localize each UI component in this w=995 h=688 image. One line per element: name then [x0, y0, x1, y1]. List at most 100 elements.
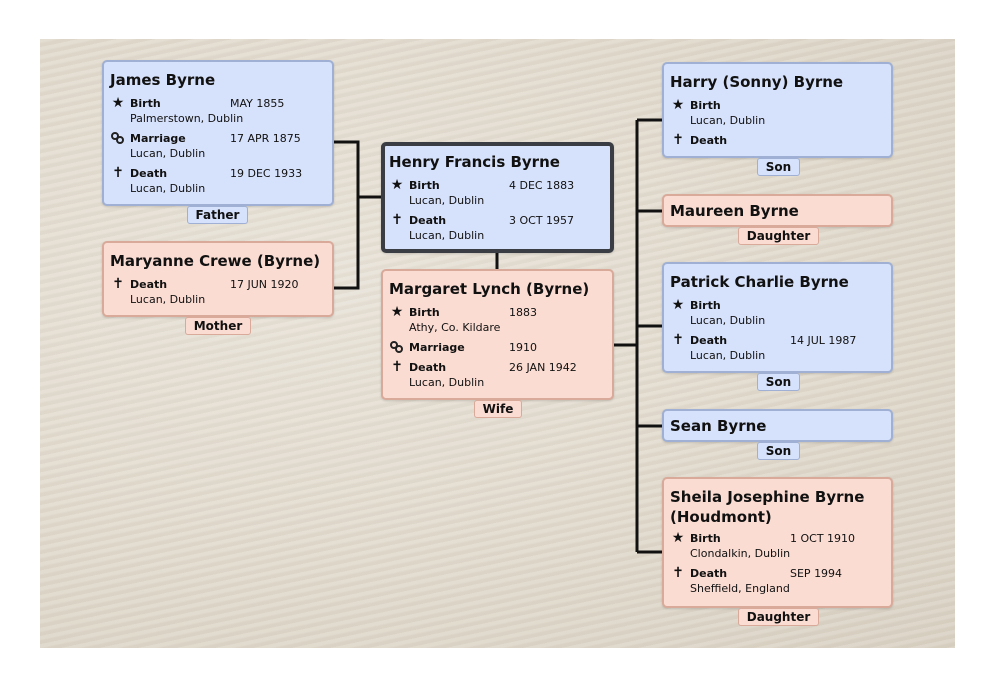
- family-connectors: [334, 118, 662, 554]
- event-label: Birth: [690, 299, 721, 312]
- event-date: 1910: [509, 341, 537, 354]
- event-date: MAY 1855: [230, 97, 285, 110]
- event-label: Death: [409, 214, 447, 227]
- death-event: ✝ Death SEP 1994 Sheffield, England: [670, 566, 885, 601]
- event-label: Birth: [690, 99, 721, 112]
- person-card-margaret-lynch[interactable]: Margaret Lynch (Byrne) ★ Birth 1883 Athy…: [381, 269, 614, 400]
- event-date: 17 JUN 1920: [230, 278, 299, 291]
- event-label: Birth: [409, 179, 440, 192]
- birth-event: ★ Birth 1 OCT 1910 Clondalkin, Dublin: [670, 531, 885, 566]
- person-card-maureen-byrne[interactable]: Maureen Byrne: [662, 194, 893, 227]
- person-name: Harry (Sonny) Byrne: [670, 73, 844, 91]
- person-card-maryanne-crewe[interactable]: Maryanne Crewe (Byrne) ✝ Death 17 JUN 19…: [102, 241, 334, 317]
- birth-event: ★ Birth Lucan, Dublin: [670, 98, 885, 133]
- event-label: Death: [130, 278, 168, 291]
- event-label: Death: [690, 567, 728, 580]
- wedding-rings-icon: [110, 131, 126, 147]
- person-card-sheila-josephine-byrne[interactable]: Sheila Josephine Byrne (Houdmont) ★ Birt…: [662, 477, 893, 608]
- event-place: Lucan, Dublin: [409, 229, 485, 242]
- birth-event: ★ Birth 4 DEC 1883 Lucan, Dublin: [389, 178, 606, 213]
- cross-icon: ✝: [391, 359, 403, 375]
- event-date: 26 JAN 1942: [509, 361, 577, 374]
- relation-badge-mother: Mother: [185, 317, 251, 335]
- star-icon: ★: [390, 304, 404, 320]
- event-place: Clondalkin, Dublin: [690, 547, 791, 560]
- event-date: 4 DEC 1883: [509, 179, 575, 192]
- event-date: 1883: [509, 306, 537, 319]
- person-name-line1: Sheila Josephine Byrne: [670, 488, 865, 506]
- person-card-patrick-charlie-byrne[interactable]: Patrick Charlie Byrne ★ Birth Lucan, Dub…: [662, 262, 893, 373]
- event-label: Birth: [130, 97, 161, 110]
- sand-background: James Byrne ★ Birth MAY 1855 Palmerstown…: [40, 39, 955, 648]
- cross-icon: ✝: [672, 132, 684, 148]
- death-event: ✝ Death 3 OCT 1957 Lucan, Dublin: [389, 213, 606, 248]
- death-event: ✝ Death 19 DEC 1933 Lucan, Dublin: [110, 166, 326, 201]
- event-label: Death: [409, 361, 447, 374]
- person-card-sean-byrne[interactable]: Sean Byrne: [662, 409, 893, 442]
- star-icon: ★: [111, 95, 125, 111]
- marriage-event: Marriage 1910: [389, 340, 606, 360]
- relation-badge-father: Father: [187, 206, 248, 224]
- person-name: Henry Francis Byrne: [389, 153, 560, 171]
- event-place: Lucan, Dublin: [130, 147, 206, 160]
- wedding-rings-icon: [389, 340, 405, 356]
- event-place: Palmerstown, Dublin: [130, 112, 244, 125]
- person-card-henry-francis-byrne[interactable]: Henry Francis Byrne ★ Birth 4 DEC 1883 L…: [381, 142, 614, 253]
- event-place: Lucan, Dublin: [130, 182, 206, 195]
- person-name: Sean Byrne: [670, 417, 767, 435]
- person-name: Sheila Josephine Byrne (Houdmont): [670, 487, 885, 527]
- star-icon: ★: [671, 530, 685, 546]
- person-name: Margaret Lynch (Byrne): [389, 280, 590, 298]
- event-date: SEP 1994: [790, 567, 843, 580]
- event-place: Athy, Co. Kildare: [409, 321, 501, 334]
- event-label: Marriage: [409, 341, 465, 354]
- death-event: ✝ Death: [670, 133, 885, 168]
- cross-icon: ✝: [672, 565, 684, 581]
- death-event: ✝ Death 17 JUN 1920 Lucan, Dublin: [110, 277, 326, 312]
- event-label: Death: [690, 134, 728, 147]
- relation-badge-daughter: Daughter: [738, 608, 819, 626]
- relation-badge-wife: Wife: [474, 400, 522, 418]
- parents-connector: [334, 140, 360, 290]
- event-place: Lucan, Dublin: [130, 293, 206, 306]
- event-date: 3 OCT 1957: [509, 214, 575, 227]
- cross-icon: ✝: [112, 276, 124, 292]
- children-branches: [637, 118, 662, 554]
- cross-icon: ✝: [672, 332, 684, 348]
- birth-event: ★ Birth MAY 1855 Palmerstown, Dublin: [110, 96, 326, 131]
- death-event: ✝ Death 14 JUL 1987 Lucan, Dublin: [670, 333, 885, 368]
- event-place: Lucan, Dublin: [690, 349, 766, 362]
- event-label: Birth: [409, 306, 440, 319]
- person-card-harry-sonny-byrne[interactable]: Harry (Sonny) Byrne ★ Birth Lucan, Dubli…: [662, 62, 893, 158]
- event-place: Lucan, Dublin: [409, 376, 485, 389]
- person-name: Maureen Byrne: [670, 202, 799, 220]
- star-icon: ★: [390, 177, 404, 193]
- death-event: ✝ Death 26 JAN 1942 Lucan, Dublin: [389, 360, 606, 395]
- person-name: Maryanne Crewe (Byrne): [110, 252, 321, 270]
- person-name-line2: (Houdmont): [670, 508, 772, 526]
- event-place: Lucan, Dublin: [690, 114, 766, 127]
- event-date: 1 OCT 1910: [790, 532, 856, 545]
- star-icon: ★: [671, 297, 685, 313]
- person-name: Patrick Charlie Byrne: [670, 273, 849, 291]
- event-date: 17 APR 1875: [230, 132, 301, 145]
- cross-icon: ✝: [112, 165, 124, 181]
- relation-badge-son: Son: [757, 442, 800, 460]
- event-date: 14 JUL 1987: [790, 334, 857, 347]
- event-place: Sheffield, England: [690, 582, 790, 595]
- event-place: Lucan, Dublin: [690, 314, 766, 327]
- relation-badge-son: Son: [757, 373, 800, 391]
- event-place: Lucan, Dublin: [409, 194, 485, 207]
- person-name: James Byrne: [110, 71, 216, 89]
- event-label: Death: [690, 334, 728, 347]
- star-icon: ★: [671, 97, 685, 113]
- person-card-james-byrne[interactable]: James Byrne ★ Birth MAY 1855 Palmerstown…: [102, 60, 334, 206]
- birth-event: ★ Birth Lucan, Dublin: [670, 298, 885, 333]
- relation-badge-son: Son: [757, 158, 800, 176]
- event-label: Death: [130, 167, 168, 180]
- event-label: Birth: [690, 532, 721, 545]
- cross-icon: ✝: [391, 212, 403, 228]
- marriage-event: Marriage 17 APR 1875 Lucan, Dublin: [110, 131, 326, 166]
- event-label: Marriage: [130, 132, 186, 145]
- birth-event: ★ Birth 1883 Athy, Co. Kildare: [389, 305, 606, 340]
